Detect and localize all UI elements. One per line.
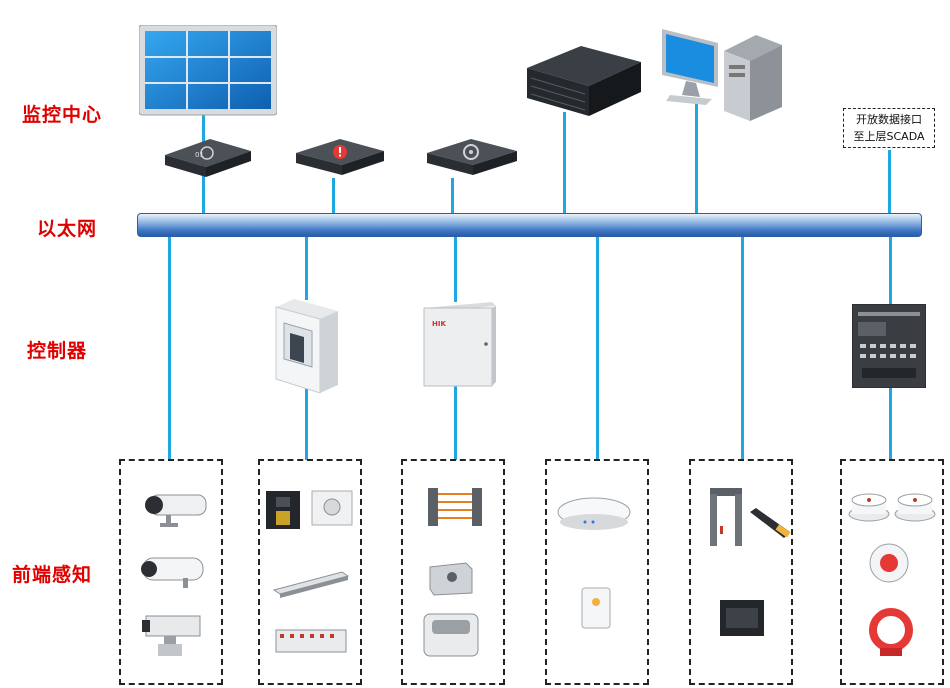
connector-storage	[563, 112, 566, 214]
walk-through-metal-detector-icon	[708, 486, 744, 548]
scada-line-1: 开放数据接口	[856, 113, 922, 126]
handheld-metal-detector-icon	[746, 504, 796, 542]
wireless-sensor-icon	[580, 586, 612, 630]
layer-label-controller: 控制器	[27, 340, 88, 362]
connector-group-wireless	[596, 236, 599, 460]
manual-call-point-icon	[866, 540, 912, 586]
security-inspection-case-icon	[716, 596, 768, 640]
scada-interface-box: 开放数据接口 至上层SCADA	[843, 108, 935, 148]
bullet-camera-icon	[140, 489, 208, 531]
vibration-sensor-icon	[426, 559, 476, 597]
ptz-camera-icon	[140, 612, 204, 658]
group-wireless	[545, 459, 649, 685]
layer-label-front-sensing: 前端感知	[12, 564, 93, 586]
storage-server-icon	[525, 44, 643, 120]
scada-line-2: 至上层SCADA	[853, 130, 925, 143]
group-access-control	[258, 459, 362, 685]
workstation-icon	[660, 27, 785, 123]
access-controller-icon	[274, 297, 340, 395]
layer-label-monitoring-center: 监控中心	[22, 104, 103, 126]
smoke-detector-icon	[846, 486, 892, 526]
connector-scada	[888, 150, 891, 214]
fire-alarm-panel-icon	[852, 304, 926, 388]
group-cameras	[119, 459, 223, 685]
card-reader-icon	[264, 489, 304, 531]
connector-workstation	[695, 100, 698, 214]
box-camera-icon	[137, 552, 209, 592]
wireless-access-point-icon	[555, 492, 633, 534]
pir-detector-icon	[420, 610, 482, 660]
residual-current-sensor-icon	[868, 608, 914, 660]
connector-group-fire	[889, 386, 892, 460]
connector-server-2	[332, 178, 335, 214]
heat-detector-icon	[892, 486, 938, 526]
server-media-icon	[423, 137, 521, 181]
connector-group-security-check	[741, 236, 744, 460]
svg-text:01: 01	[195, 151, 204, 159]
connector-server-3	[451, 178, 454, 214]
video-wall-icon	[139, 25, 277, 117]
connector-group-perimeter	[454, 386, 457, 460]
connector-alarm-controller	[454, 236, 457, 302]
access-module-strip-icon	[272, 624, 350, 658]
exit-button-icon	[310, 489, 354, 529]
layer-label-ethernet: 以太网	[37, 218, 98, 240]
connector-access-controller	[305, 236, 308, 300]
connector-group-access	[305, 388, 308, 460]
server-decoder-icon: 01	[155, 137, 253, 181]
group-perimeter-alarm	[401, 459, 505, 685]
controller-brand-badge: HIK	[432, 320, 446, 328]
ethernet-bus	[137, 213, 922, 237]
connector-group-cameras	[168, 236, 171, 460]
magnetic-lock-icon	[272, 570, 350, 600]
group-fire-detection	[840, 459, 944, 685]
connector-fire-panel	[889, 236, 892, 306]
alarm-controller-icon: HIK	[422, 300, 498, 388]
infrared-beam-icon	[424, 484, 486, 528]
group-security-check	[689, 459, 793, 685]
server-alarm-icon	[292, 137, 390, 181]
